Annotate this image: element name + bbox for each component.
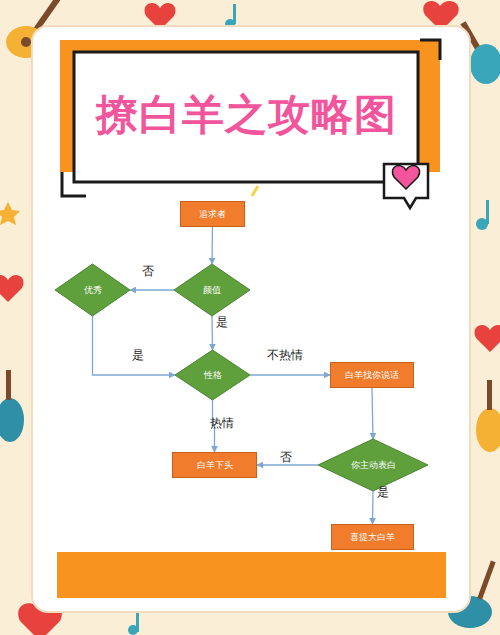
decision-diamond: 颜值: [174, 264, 250, 316]
decision-diamond: 优秀: [55, 264, 130, 316]
node-text: 白羊找你说话: [345, 370, 399, 381]
diamond-shape: [175, 350, 250, 400]
heart: [392, 166, 419, 189]
node-text: 颜值: [203, 285, 221, 296]
process-box: 白羊下头: [172, 452, 257, 478]
note-head: [476, 218, 488, 230]
diamond-shape: [318, 439, 428, 491]
decision-diamond: 性格: [175, 350, 250, 400]
connector-arrow: [372, 491, 374, 524]
corner-bracket: [62, 172, 86, 196]
guitar-neck: [477, 561, 495, 600]
connector-arrow: [250, 374, 330, 375]
guitar-body: [470, 44, 500, 84]
connector-arrow: [93, 316, 176, 375]
corner-bracket: [420, 40, 440, 60]
title: 撩白羊之攻略图: [74, 90, 418, 140]
note-head: [128, 625, 138, 635]
connector-arrow: [130, 289, 174, 290]
diamond-shape: [55, 264, 130, 316]
edge-label: 否: [280, 450, 292, 464]
edge-label: 是: [132, 348, 144, 362]
bottom-band: [57, 552, 446, 598]
sparkle: [252, 186, 258, 196]
star: [0, 202, 20, 225]
node-text: 白羊下头: [197, 460, 233, 471]
process-box: 追求者: [180, 201, 245, 227]
speech-bubble: [384, 164, 428, 208]
connector-arrow: [211, 316, 213, 350]
edge-label: 热情: [210, 416, 234, 430]
edge-label: 是: [216, 315, 228, 329]
guitar-neck: [6, 370, 11, 400]
heart-bubble: [384, 164, 428, 208]
edge-label: 不热情: [267, 348, 303, 362]
guitar-left: [0, 370, 24, 442]
edge-label: 是: [377, 485, 389, 499]
connector-arrow: [257, 464, 318, 465]
diamond-shape: [174, 264, 250, 316]
card: [32, 26, 470, 612]
guitar-hole: [21, 37, 31, 47]
guitar-neck: [487, 380, 492, 410]
connector-arrow: [372, 388, 373, 439]
process-box: 白羊找你说话: [330, 362, 414, 388]
note-right: [476, 200, 489, 230]
title-frame: [74, 52, 418, 182]
edge-label: 否: [142, 264, 154, 278]
guitar-body: [476, 408, 500, 452]
node-text: 喜提大白羊: [350, 532, 395, 543]
decision-diamond: 你主动表白: [318, 439, 428, 491]
heart: [0, 275, 23, 302]
connector-arrow: [211, 227, 213, 264]
node-text: 优秀: [84, 285, 102, 296]
guitar-body: [0, 398, 24, 442]
heart: [475, 325, 500, 352]
guitar-right: [476, 380, 500, 452]
node-text: 性格: [204, 370, 222, 381]
process-box: 喜提大白羊: [331, 524, 414, 550]
note-bottom: [128, 612, 139, 635]
node-text: 追求者: [199, 209, 226, 220]
node-text: 你主动表白: [351, 460, 396, 471]
